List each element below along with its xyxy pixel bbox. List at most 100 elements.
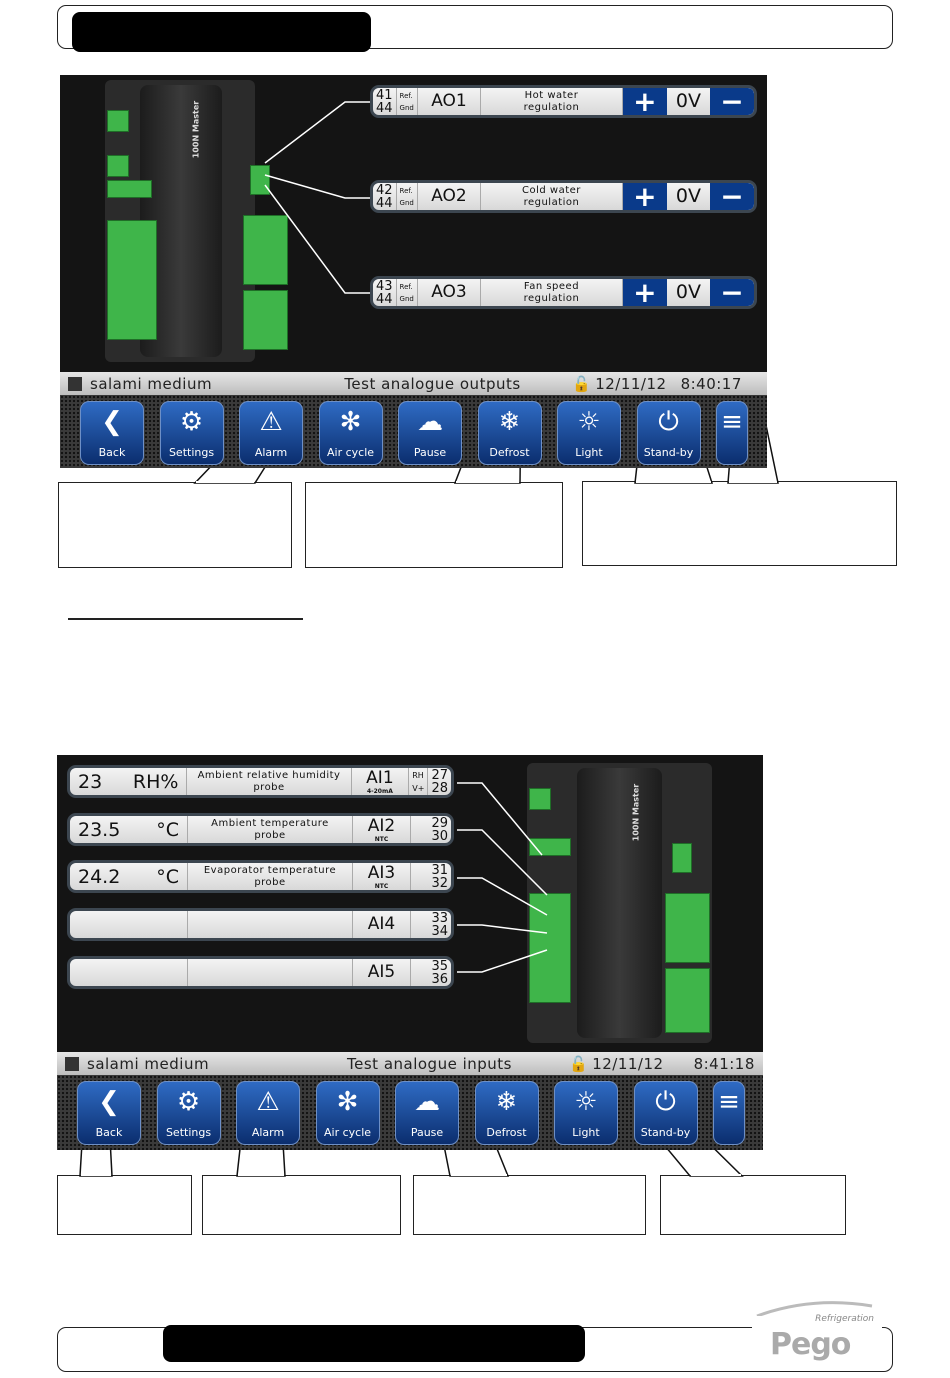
- toolbar-button-settings[interactable]: ⚙Settings: [156, 1081, 221, 1145]
- status-bar: salami medium Test analogue inputs 🔓 12/…: [57, 1052, 763, 1075]
- page-footer-block: [163, 1325, 585, 1362]
- ref-label: Ref.: [399, 282, 413, 291]
- input-description: [188, 911, 353, 938]
- toolbar-button-label: Light: [572, 1126, 600, 1139]
- pin-labels: Ref. Gnd: [397, 88, 418, 115]
- decrease-button[interactable]: −: [709, 183, 754, 210]
- description-line: Fan speed: [523, 280, 580, 292]
- input-reading: 23.5°C: [70, 816, 188, 843]
- pin-number: 44: [376, 100, 393, 116]
- toolbar-button-pause[interactable]: ☁Pause: [398, 401, 462, 465]
- page-title: Test analogue outputs: [344, 374, 521, 393]
- output-value: 0V: [675, 281, 701, 303]
- output-value: 0V: [675, 185, 701, 207]
- program-name: salami medium: [90, 374, 213, 393]
- input-value: 23: [78, 770, 103, 793]
- gnd-label: Gnd: [399, 198, 414, 207]
- input-name-text: AI3: [367, 862, 396, 883]
- program-name: salami medium: [87, 1054, 210, 1073]
- section-underline: [68, 618, 303, 620]
- alarm-icon: ⚠: [259, 407, 283, 437]
- status-square-icon: [65, 1056, 79, 1071]
- toolbar-button-label: Alarm: [254, 446, 288, 459]
- toolbar-button-alarm[interactable]: ⚠ Alarm: [239, 401, 303, 465]
- light-icon: ☼: [574, 1087, 598, 1117]
- toolbar-button-label: Back: [95, 1126, 123, 1139]
- toolbar-button-label: Air cycle: [323, 1126, 372, 1139]
- toolbar-button-menu[interactable]: ≡: [713, 1081, 745, 1145]
- description-line: probe: [253, 781, 285, 793]
- increase-button[interactable]: +: [622, 279, 667, 306]
- toolbar: ❮Back⚙Settings ⚠ Alarm ✻Air cycle☁Pause❄Def…: [60, 395, 767, 468]
- toolbar-button-back[interactable]: ❮Back: [80, 401, 144, 465]
- description-line: Ambient temperature: [211, 817, 329, 829]
- toolbar-button-defrost[interactable]: ❄Defrost: [477, 401, 542, 465]
- toolbar-button-back[interactable]: ❮Back: [77, 1081, 141, 1145]
- description-line: Evaporator temperature: [203, 864, 337, 876]
- pin-number: 31: [431, 862, 448, 878]
- toolbar-button-label: Stand-by: [643, 446, 694, 459]
- input-name-text: AI2: [367, 815, 396, 836]
- toolbar-button-stand-by[interactable]: ⏻Stand-by: [633, 1081, 698, 1145]
- controller-image: 100N Master: [527, 763, 712, 1043]
- toolbar-button-air-cycle[interactable]: ✻Air cycle: [318, 401, 383, 465]
- toolbar-button-stand-by[interactable]: ⏻Stand-by: [636, 401, 701, 465]
- air-cycle-icon: ✻: [339, 407, 362, 437]
- logo-tagline: Refrigeration: [815, 1314, 874, 1324]
- toolbar-button-settings[interactable]: ⚙Settings: [159, 401, 224, 465]
- pin-number: 34: [431, 923, 448, 939]
- status-date: 12/11/12: [595, 374, 667, 393]
- description-line: regulation: [523, 101, 580, 113]
- output-value: 0V: [675, 90, 701, 112]
- toolbar-button-pause[interactable]: ☁Pause: [395, 1081, 459, 1145]
- input-name-text: AI4: [367, 914, 396, 934]
- controller-image: 100N Master: [105, 80, 288, 362]
- pin-labels: Ref.Gnd: [397, 183, 418, 210]
- toolbar-button-label: Defrost: [486, 1126, 527, 1139]
- toolbar-button-defrost[interactable]: ❄Defrost: [474, 1081, 539, 1145]
- increase-button[interactable]: +: [622, 88, 667, 115]
- decrease-button[interactable]: −: [709, 88, 754, 115]
- toolbar-button-label: Pause: [410, 1126, 444, 1139]
- gnd-label: Gnd: [399, 103, 414, 112]
- toolbar-button-light[interactable]: ☼ Light: [554, 1081, 618, 1145]
- ref-label: Ref.: [399, 91, 413, 100]
- pin-number: 35: [431, 958, 448, 974]
- status-date: 12/11/12: [592, 1054, 664, 1073]
- input-unit: °C: [156, 818, 179, 841]
- toolbar-button-menu[interactable]: ≡: [716, 401, 748, 465]
- pin-labels: Ref.Gnd: [397, 279, 418, 306]
- stand-by-icon: ⏻: [655, 1087, 676, 1117]
- decrease-button[interactable]: −: [709, 279, 754, 306]
- toolbar: ❮Back⚙Settings⚠Alarm✻Air cycle☁Pause❄Def…: [57, 1075, 763, 1150]
- input-name: AI4: [353, 911, 411, 938]
- toolbar-button-alarm[interactable]: ⚠Alarm: [236, 1081, 300, 1145]
- menu-icon: ≡: [721, 407, 743, 437]
- description-line: Ambient relative humidity: [197, 769, 341, 781]
- status-bar: salami medium Test analogue outputs 🔓 12…: [60, 372, 767, 395]
- callout-box-probe-type: [413, 1175, 646, 1235]
- unlock-icon: 🔓: [569, 1054, 589, 1073]
- toolbar-button-light[interactable]: ☼Light: [557, 401, 621, 465]
- toolbar-button-label: Settings: [168, 446, 215, 459]
- output-name: AO3: [418, 279, 482, 306]
- pin-number: 36: [431, 971, 448, 987]
- pego-logo: Refrigeration Pego: [752, 1300, 882, 1368]
- input-name-text: AI5: [367, 962, 396, 982]
- pin-label: V+: [412, 783, 425, 793]
- toolbar-button-air-cycle[interactable]: ✻Air cycle: [315, 1081, 380, 1145]
- input-unit: °C: [156, 865, 179, 888]
- increase-button[interactable]: +: [622, 183, 667, 210]
